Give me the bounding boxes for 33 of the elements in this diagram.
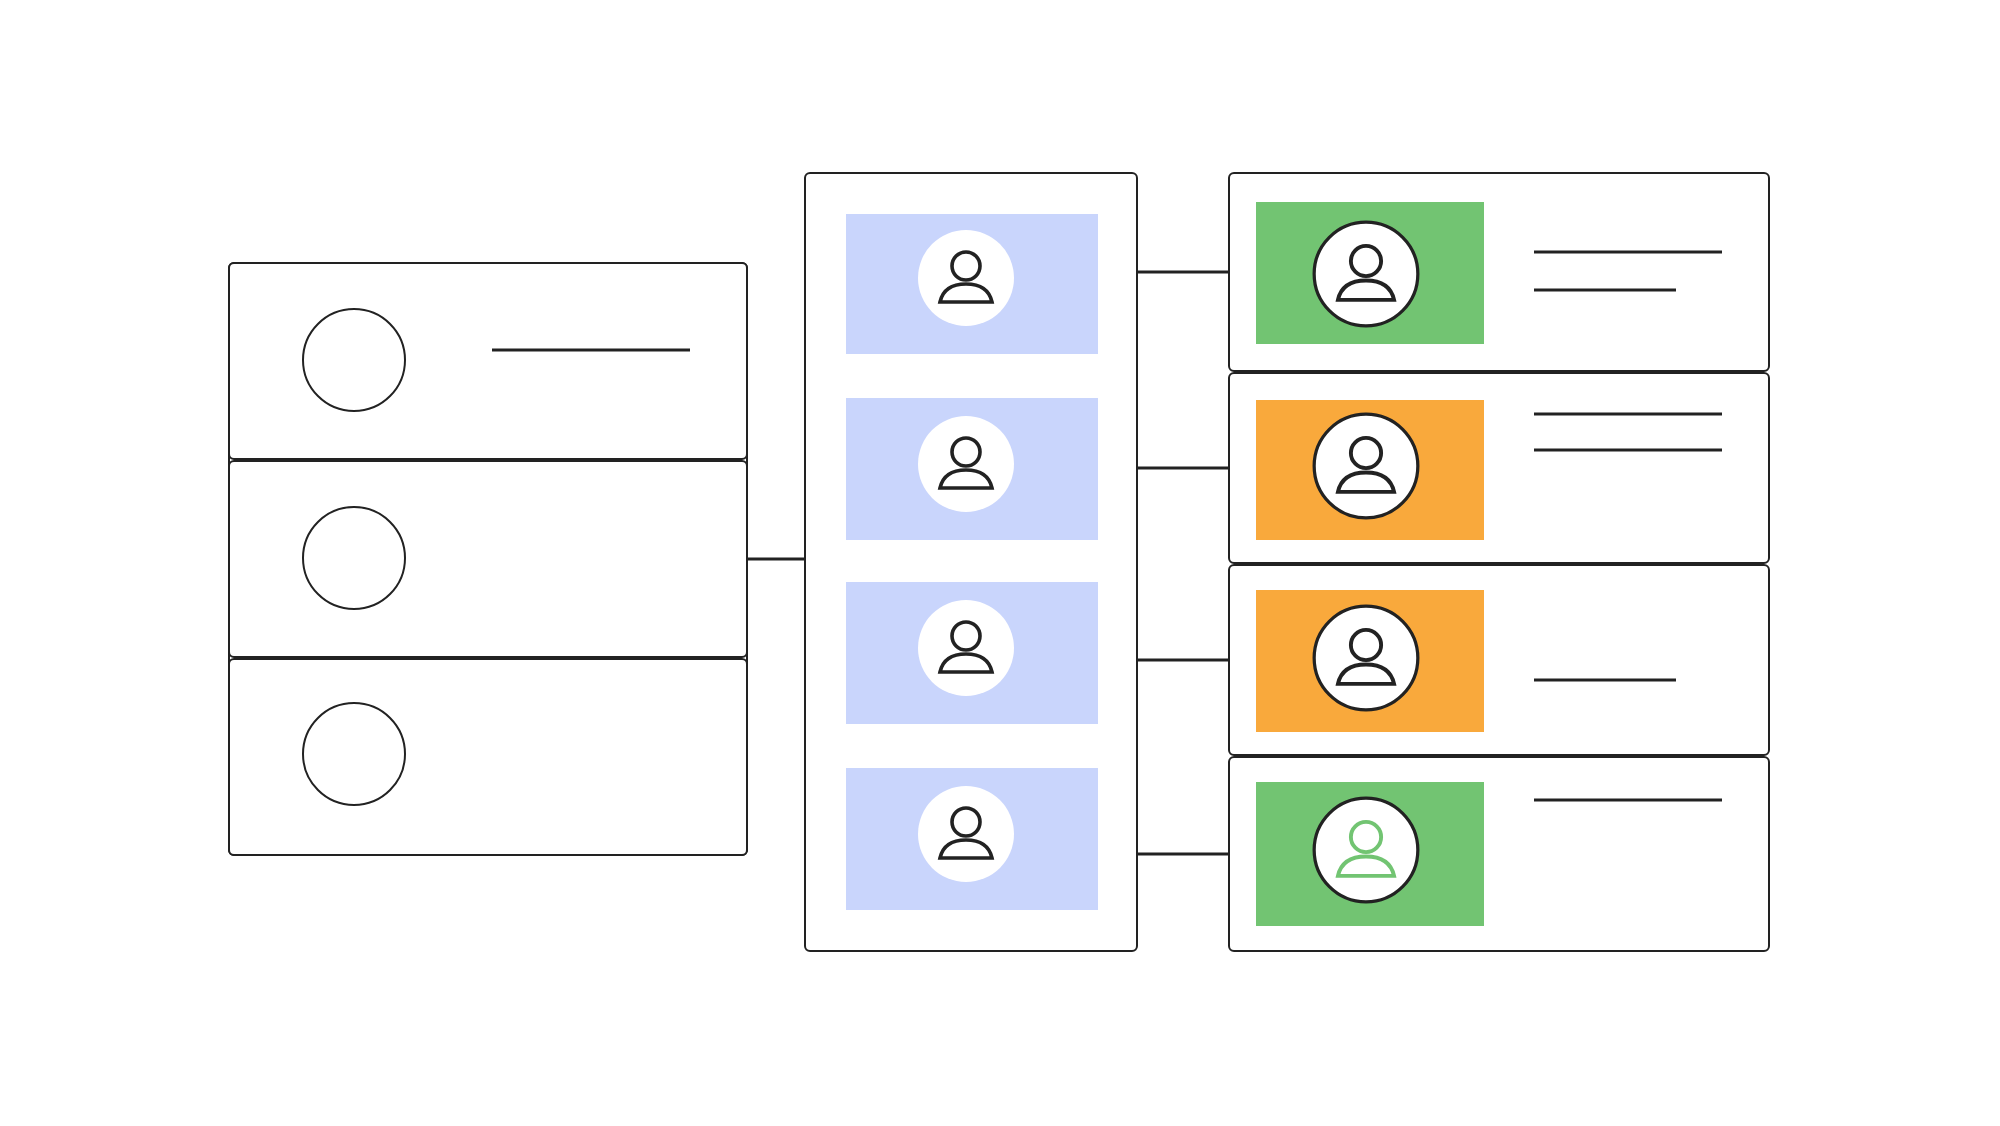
user-icon xyxy=(1312,220,1420,328)
profile-card xyxy=(1255,589,1483,731)
profile-card xyxy=(845,767,1097,909)
profile-card xyxy=(1255,399,1483,539)
panel xyxy=(228,262,748,856)
connector-line xyxy=(1138,270,1228,274)
connector-line xyxy=(1138,658,1228,662)
panel xyxy=(804,172,1138,952)
list-row xyxy=(1228,372,1770,564)
avatar-placeholder xyxy=(302,308,406,412)
connector-line xyxy=(1138,466,1228,470)
user-icon xyxy=(916,414,1016,514)
list-row xyxy=(227,657,747,855)
profile-card xyxy=(1255,781,1483,925)
user-icon xyxy=(916,784,1016,884)
connector-line xyxy=(748,557,804,561)
connector-line xyxy=(1138,852,1228,856)
avatar-placeholder xyxy=(302,506,406,610)
user-icon xyxy=(1312,796,1420,904)
list-row xyxy=(227,261,747,459)
avatar-placeholder xyxy=(302,702,406,806)
profile-card xyxy=(845,213,1097,353)
user-icon xyxy=(916,598,1016,698)
profile-card xyxy=(845,581,1097,723)
list-row xyxy=(1228,172,1770,372)
profile-card xyxy=(845,397,1097,539)
list-row xyxy=(227,459,747,657)
profile-card xyxy=(1255,201,1483,343)
user-icon xyxy=(916,228,1016,328)
list-row xyxy=(1228,756,1770,952)
user-icon xyxy=(1312,604,1420,712)
list-row xyxy=(1228,564,1770,756)
user-icon xyxy=(1312,412,1420,520)
